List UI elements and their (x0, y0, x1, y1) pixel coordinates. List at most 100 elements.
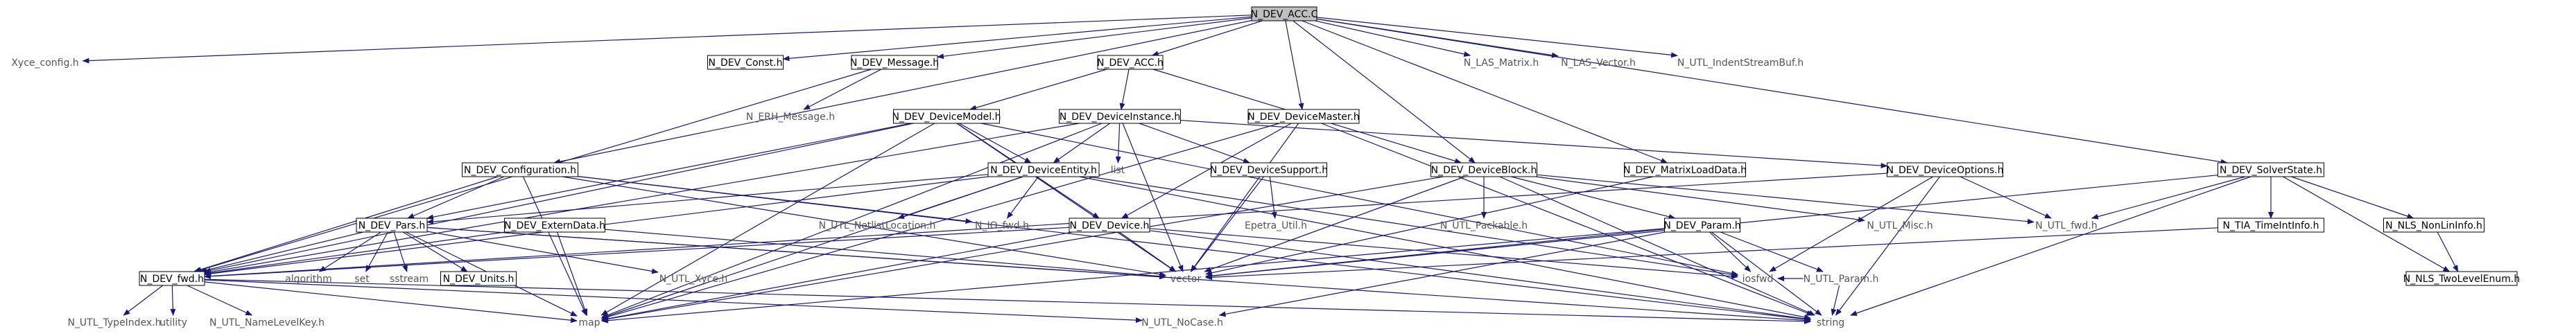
edge-devblock-to-string (1499, 176, 1816, 316)
node-box (987, 162, 1100, 177)
node-label: N_UTL_IndentStreamBuf.h (1677, 58, 1804, 69)
node-typeindex: N_UTL_TypeIndex.h (67, 317, 161, 328)
node-packable: N_UTL_Packable.h (1440, 220, 1528, 231)
node-utl_param: N_UTL_Param.h (1804, 274, 1879, 285)
edge-param-to-vector (1205, 229, 1665, 279)
edge-devmodel-to-deventity (958, 123, 1032, 163)
node-externdata[interactable]: N_DEV_ExternData.h (504, 218, 605, 233)
node-box (2383, 218, 2484, 233)
node-box (504, 218, 605, 233)
node-box (1430, 162, 1537, 177)
edge-dev_fwd-to-string (204, 278, 1811, 324)
node-devinst[interactable]: N_DEV_DeviceInstance.h (1059, 109, 1181, 124)
node-label: N_UTL_fwd.h (2035, 220, 2097, 231)
node-box (1251, 6, 1317, 21)
edge-acc_h-to-xyce_config (82, 15, 1252, 64)
node-label: N_TIA_TimeIntInfo.h (2222, 220, 2319, 231)
node-io_fwd: N_IO_fwd.h (975, 220, 1029, 231)
node-twolevel[interactable]: N_NLS_TwoLevelEnum.h (2403, 271, 2520, 286)
node-box (893, 109, 1000, 124)
node-const[interactable]: N_DEV_Const.h (707, 55, 784, 70)
node-label: N_DEV_DeviceInstance.h (1060, 112, 1180, 123)
node-las_matrix: N_LAS_Matrix.h (1464, 58, 1539, 69)
node-label: N_UTL_Packable.h (1440, 220, 1528, 231)
node-devmaster[interactable]: N_DEV_DeviceMaster.h (1247, 109, 1360, 124)
node-namelevel: N_UTL_NameLevelKey.h (209, 317, 325, 328)
node-label: N_UTL_NoCase.h (1141, 317, 1223, 328)
node-label: N_UTL_TypeIndex.h (67, 317, 161, 328)
node-label: Xyce_config.h (11, 58, 78, 69)
node-algorithm: algorithm (285, 274, 332, 285)
node-label: N_UTL_NameLevelKey.h (209, 317, 325, 328)
node-units[interactable]: N_DEV_Units.h (440, 271, 517, 286)
edge-acc_h-to-message (937, 17, 1252, 60)
edge-param-to-map (601, 228, 1665, 324)
node-box (2218, 162, 2324, 177)
edge-devinst-to-devsupport (1139, 123, 1251, 163)
node-dev_fwd[interactable]: N_DEV_fwd.h (139, 271, 205, 286)
node-matrixload[interactable]: N_DEV_MatrixLoadData.h (1623, 162, 1747, 177)
node-label: N_IO_fwd.h (975, 220, 1029, 231)
node-map: map (578, 317, 600, 328)
node-label: N_DEV_DeviceMaster.h (1247, 112, 1359, 123)
node-label: N_UTL_Param.h (1804, 274, 1879, 285)
node-indent: N_UTL_IndentStreamBuf.h (1677, 58, 1804, 69)
edge-acc_h-to-devmaster (1285, 20, 1304, 110)
node-list: list (1111, 165, 1125, 176)
node-devmodel[interactable]: N_DEV_DeviceModel.h (892, 109, 1001, 124)
node-devoptions[interactable]: N_DEV_DeviceOptions.h (1887, 162, 2004, 177)
edge-solverstate-to-string (1849, 176, 2251, 316)
node-devsupport[interactable]: N_DEV_DeviceSupport.h (1210, 162, 1328, 177)
node-las_vector: N_LAS_Vector.h (1561, 58, 1636, 69)
node-label: N_UTL_NetlistLocation.h (819, 220, 936, 231)
node-vector: vector (1170, 274, 1202, 285)
edge-dev_fwd-to-utility (170, 285, 176, 316)
node-box (2405, 271, 2518, 286)
node-label: N_DEV_DeviceModel.h (892, 112, 1001, 123)
node-box (1097, 55, 1164, 70)
node-box (1211, 162, 1327, 177)
node-label: N_DEV_Message.h (850, 58, 939, 69)
node-nocase: N_UTL_NoCase.h (1141, 317, 1223, 328)
node-label: N_UTL_Xyce.h (659, 274, 728, 285)
node-label: N_DEV_MatrixLoadData.h (1623, 165, 1747, 176)
node-label: map (578, 317, 600, 328)
node-message[interactable]: N_DEV_Message.h (850, 55, 939, 70)
node-device[interactable]: N_DEV_Device.h (1069, 218, 1150, 233)
edge-param-to-utl_param (1720, 231, 1824, 272)
node-box (2218, 218, 2324, 233)
node-xyce_config: Xyce_config.h (11, 58, 78, 69)
node-nonlininfo[interactable]: N_NLS_NonLinInfo.h (2383, 218, 2484, 233)
node-acc_h[interactable]: N_DEV_ACC.C (1251, 6, 1318, 21)
node-devblock[interactable]: N_DEV_DeviceBlock.h (1430, 162, 1537, 177)
node-timeint[interactable]: N_TIA_TimeIntInfo.h (2218, 218, 2324, 233)
edge-devinst-to-deventity (1053, 123, 1111, 163)
edge-devoptions-to-iosfwd (1769, 176, 1934, 272)
edge-deventity-to-pars (426, 174, 989, 224)
node-box (1664, 218, 1740, 233)
node-label: N_LAS_Vector.h (1561, 58, 1636, 69)
edge-pars-to-dev_fwd (200, 231, 363, 273)
node-label: N_DEV_fwd.h (140, 274, 204, 285)
edge-pars-to-units (402, 231, 468, 272)
node-label: N_UTL_Misc.h (1867, 220, 1933, 231)
edge-devoptions-to-dev_fwd (204, 173, 1887, 279)
edge-devsupport-to-vector (1190, 176, 1264, 272)
node-solverstate[interactable]: N_DEV_SolverState.h (2218, 162, 2324, 177)
node-label: N_DEV_ExternData.h (504, 220, 605, 231)
edge-device-to-map (601, 231, 1073, 321)
edge-utl_param-to-string (1831, 285, 1840, 316)
edge-devinst-to-vector (1122, 123, 1184, 272)
node-deventity[interactable]: N_DEV_DeviceEntity.h (987, 162, 1100, 177)
node-label: string (1817, 317, 1844, 328)
node-label: set (354, 274, 370, 285)
edge-acc_h-to-solverstate (1316, 18, 2228, 165)
edge-param-to-nocase (1218, 231, 1666, 317)
node-param[interactable]: N_DEV_Param.h (1663, 218, 1741, 233)
node-dev_acc[interactable]: N_DEV_ACC.h (1097, 55, 1164, 70)
node-pars[interactable]: N_DEV_Pars.h (356, 218, 428, 233)
node-configuration[interactable]: N_DEV_Configuration.h (462, 162, 578, 177)
edge-devinst-to-map (601, 123, 1103, 318)
edge-externdata-to-dev_fwd (204, 231, 505, 276)
node-label: N_NLS_TwoLevelEnum.h (2403, 274, 2520, 285)
